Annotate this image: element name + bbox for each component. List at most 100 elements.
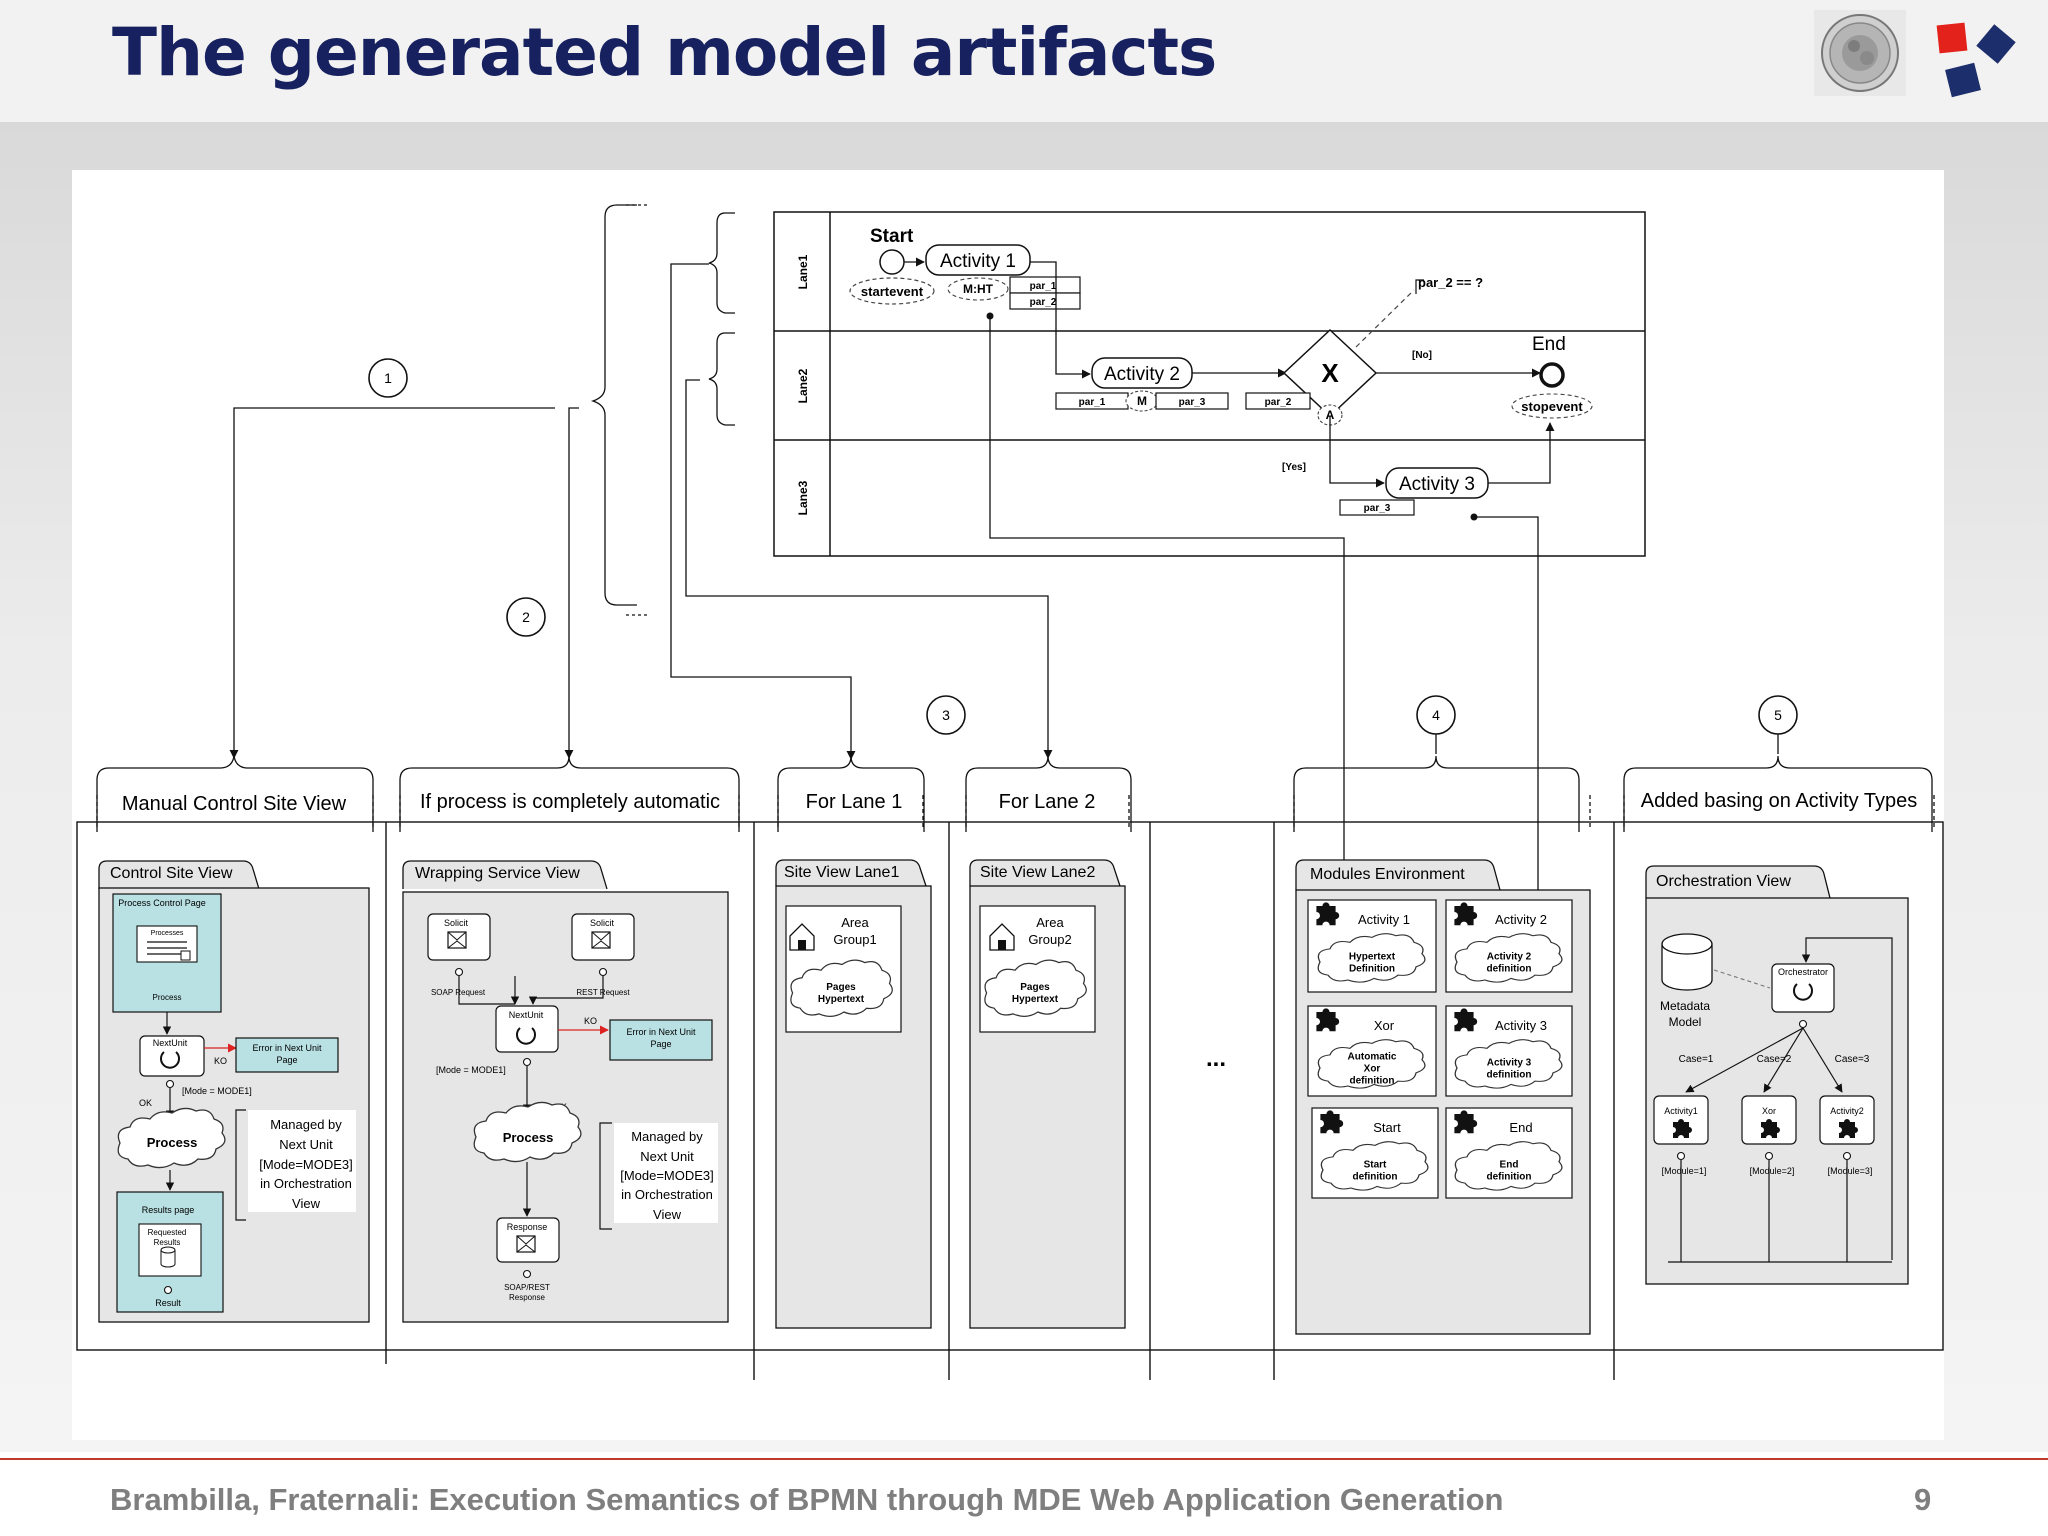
orchestration-units: Case=1Activity1[Module=1]Case=2Xor[Modul… [1653,1054,1875,1262]
cube-logo-icon [1936,22,2016,98]
slide-title: The generated model artifacts [112,14,1217,91]
step-1: 1 [368,358,408,398]
page-number: 9 [1914,1482,1932,1517]
orchestration-view-tab: Orchestration View [1656,873,1791,890]
activity2-param-right: par_3 [1179,397,1206,408]
start-label: Start [870,226,914,247]
soap-request-label: SOAP Request [431,988,486,997]
site-view-lane1-tab: Site View Lane1 [784,864,899,881]
activity2-label: Activity 2 [1104,364,1180,385]
activity3-param: par_3 [1364,503,1391,514]
ok-label: OK [139,1098,152,1108]
process-cloud: Process [147,1135,198,1150]
result-label: Result [155,1298,181,1308]
activity1-label: Activity 1 [940,251,1016,272]
lane1-label: Lane1 [796,254,810,289]
bpmn-pool: Lane1 Lane2 Lane3 [773,211,1646,557]
database-icon [160,1246,176,1268]
home-icon [989,923,1015,951]
svg-text:3: 3 [942,707,950,723]
column-ellipsis: ... [1206,1045,1226,1072]
step-5: 5 [1758,695,1798,735]
error-page-label-2: Page [650,1039,671,1049]
footer-rule [0,1458,2048,1460]
case-label: Case=2 [1757,1054,1792,1065]
activity1-param2: par_2 [1030,297,1057,308]
gateway-param: par_2 [1265,397,1292,408]
site-view-lane2-tab: Site View Lane2 [980,864,1095,881]
activity2-param-left: par_1 [1079,397,1106,408]
stop-event-name: stopevent [1521,399,1583,414]
module-name: Activity 1 [1358,912,1410,927]
unit-label: Xor [1762,1106,1776,1116]
footer-citation: Brambilla, Fraternali: Execution Semanti… [110,1482,1504,1517]
control-site-view: Control Site View Process Control Page P… [98,860,370,1323]
column-automatic-process: If process is completely automatic [420,791,720,813]
module-name: Activity 3 [1495,1018,1547,1033]
unit-label: Activity2 [1830,1106,1864,1116]
unit-label: Activity1 [1664,1106,1698,1116]
svg-text:1: 1 [384,370,392,386]
mode-label: [Mode = MODE1] [436,1065,506,1075]
column-lane2: For Lane 2 [999,791,1096,813]
response-label: Response [507,1222,548,1232]
gateway-tag: A [1326,408,1335,422]
wrapping-service-view: Wrapping Service View Solicit SOAP Reque… [402,860,729,1323]
svg-text:4: 4 [1432,707,1440,723]
column-activity-types: Added basing on Activity Types [1641,790,1917,812]
module-ref-label: [Module=2] [1750,1166,1795,1176]
column-manual-control: Manual Control Site View [122,793,347,815]
svg-text:5: 5 [1774,707,1782,723]
start-event-icon [879,249,905,275]
slide-header [0,0,2048,122]
wrapping-service-view-tab: Wrapping Service View [415,865,580,882]
ko-label: KO [584,1016,597,1026]
cycle-icon [160,1051,180,1069]
yes-branch-label: [Yes] [1282,462,1306,473]
process-control-page: Process Control Page [118,898,206,908]
error-page-label-2: Page [276,1055,297,1065]
gateway-condition: par_2 == ? [1418,275,1483,290]
modules-environment-tab: Modules Environment [1310,866,1465,883]
activity1-param1: par_1 [1030,281,1057,292]
module-ref-label: [Module=1] [1662,1166,1707,1176]
results-page-label: Results page [142,1205,195,1215]
ko-label: KO [214,1056,227,1066]
start-event-name: startevent [861,284,924,299]
module-name: Activity 2 [1495,912,1547,927]
module-name: Xor [1374,1018,1395,1033]
cycle-icon [1793,983,1813,1001]
process-cloud: Process [503,1130,554,1145]
activity1-tag: M:HT [963,282,994,296]
end-event-icon [1539,362,1565,388]
solicit-left: Solicit [444,918,469,928]
solicit-right: Solicit [590,918,615,928]
cycle-icon [516,1027,536,1045]
end-label: End [1532,334,1566,355]
next-unit-label: NextUnit [509,1010,544,1020]
university-seal-icon [1814,10,1906,96]
activity1-task [925,244,1031,276]
